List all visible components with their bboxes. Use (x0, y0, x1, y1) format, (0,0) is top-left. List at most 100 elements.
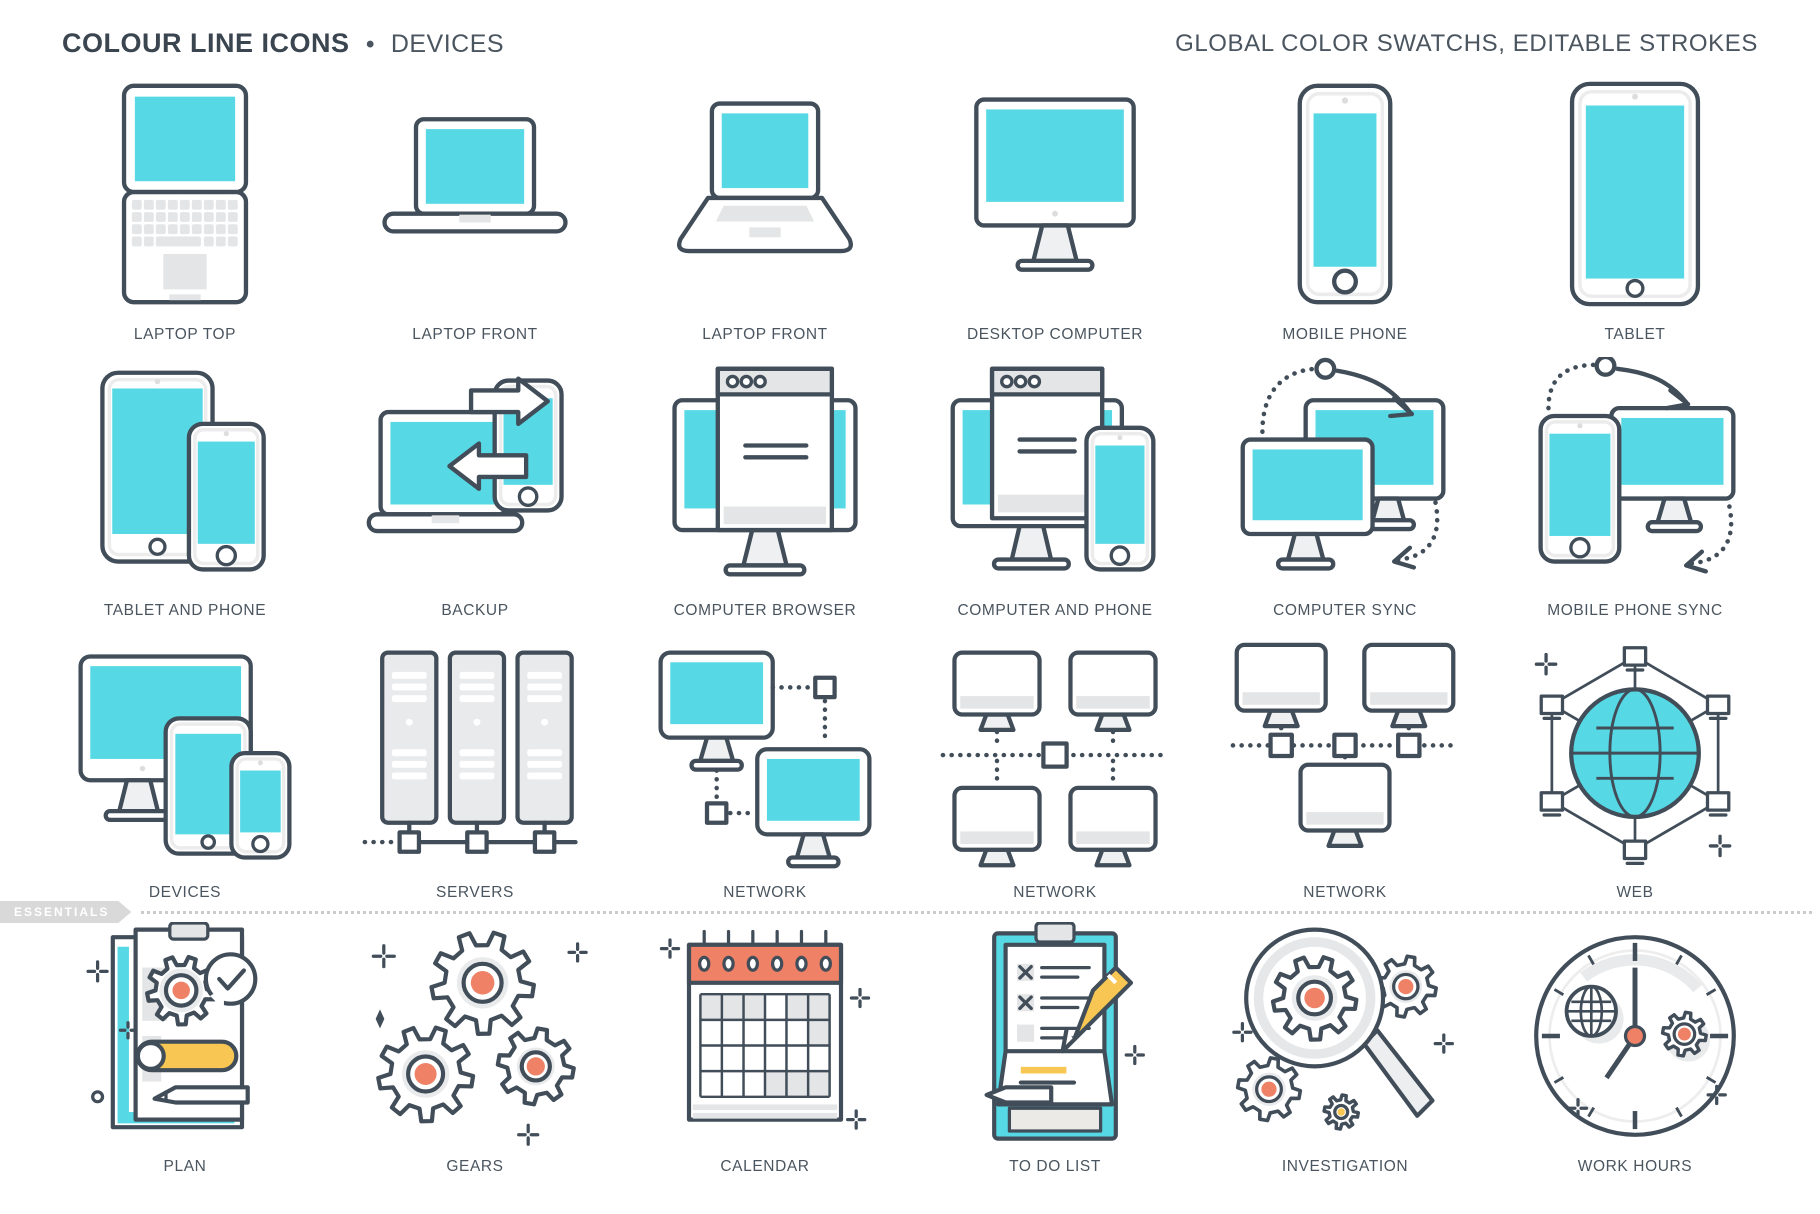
icon-label: LAPTOP FRONT (702, 326, 828, 343)
icon-box (1517, 70, 1753, 318)
icon-cell-laptop-front: LAPTOP FRONT (330, 70, 620, 344)
icon-label: LAPTOP TOP (133, 326, 237, 343)
icon-box (71, 922, 299, 1150)
icon-label: BACKUP (441, 602, 509, 619)
icon-box (1519, 638, 1751, 876)
icon-row-1: LAPTOP TOP LAPTOP FRONT LAPTOP FRONT DESKTO… (40, 70, 1780, 344)
computer-and-phone-icon (950, 366, 1156, 572)
essentials-divider: ESSENTIALS (0, 901, 1812, 923)
icon-cell-gears: GEARS (330, 922, 620, 1176)
icon-box (69, 638, 301, 876)
icon-label: DESKTOP COMPUTER (966, 326, 1144, 343)
icon-box (357, 70, 593, 318)
icon-label: TO DO LIST (1009, 1158, 1101, 1175)
to-do-list-icon (984, 922, 1145, 1141)
subtitle-right: GLOBAL COLOR SWATCHS, EDITABLE STROKES (1175, 30, 1758, 57)
icon-box (67, 356, 303, 594)
icon-cell-work-hours: WORK HOURS (1490, 922, 1780, 1176)
icon-box (1227, 356, 1463, 594)
icon-box (357, 356, 593, 594)
title-bullet: • (365, 31, 375, 58)
icon-label: GEARS (446, 1158, 504, 1175)
mobile-phone-icon (1297, 83, 1393, 305)
icon-cell-devices: DEVICES (40, 638, 330, 902)
icon-label: NETWORK (1013, 884, 1097, 901)
icon-label: NETWORK (723, 884, 807, 901)
icon-label: WORK HOURS (1577, 1158, 1693, 1175)
icon-row-4: PLAN GEARS CALENDAR TO DO LIST INVESTIGATION… (40, 922, 1780, 1176)
network-three-icon (1230, 642, 1460, 849)
icon-label: COMPUTER SYNC (1273, 602, 1417, 619)
icon-label: CALENDAR (720, 1158, 810, 1175)
mobile-phone-sync-icon (1538, 357, 1736, 574)
essentials-badge: ESSENTIALS (0, 901, 131, 923)
icon-box (937, 356, 1173, 594)
icon-cell-laptop-top: LAPTOP TOP (40, 70, 330, 344)
icon-cell-computer-sync: COMPUTER SYNC (1200, 356, 1490, 620)
investigation-icon (1232, 927, 1454, 1131)
desktop-computer-icon (974, 97, 1136, 272)
icon-row-2: TABLET AND PHONE BACKUP COMPUTER BROWSER CO… (40, 356, 1780, 620)
icon-cell-tablet: TABLET (1490, 70, 1780, 344)
icon-label: NETWORK (1303, 884, 1387, 901)
icon-box (651, 922, 879, 1150)
icon-box (359, 638, 591, 876)
icon-cell-calendar: CALENDAR (620, 922, 910, 1176)
icon-box (67, 70, 303, 318)
icon-box (939, 638, 1171, 876)
calendar-icon (659, 929, 871, 1130)
icon-box (361, 922, 589, 1150)
icon-cell-desktop-computer: DESKTOP COMPUTER (910, 70, 1200, 344)
laptop-front-open-icon (676, 101, 854, 254)
icon-label: WEB (1616, 884, 1654, 901)
title-light: DEVICES (390, 30, 505, 58)
icon-label: COMPUTER BROWSER (673, 602, 857, 619)
icon-box (649, 638, 881, 876)
laptop-front-icon (382, 117, 568, 234)
icon-cell-computer-and-phone: COMPUTER AND PHONE (910, 356, 1200, 620)
icon-label: LAPTOP FRONT (412, 326, 538, 343)
work-hours-icon (1534, 935, 1736, 1137)
icon-cell-tablet-and-phone: TABLET AND PHONE (40, 356, 330, 620)
icon-label: INVESTIGATION (1281, 1158, 1409, 1175)
computer-sync-icon (1240, 357, 1446, 571)
icon-cell-network-three: NETWORK (1200, 638, 1490, 902)
network-four-icon (940, 650, 1170, 868)
plan-icon (86, 922, 258, 1130)
icon-cell-computer-browser: COMPUTER BROWSER (620, 356, 910, 620)
icon-cell-network-two: NETWORK (620, 638, 910, 902)
page-title: COLOUR LINE ICONS • DEVICES (62, 28, 504, 59)
icon-cell-backup: BACKUP (330, 356, 620, 620)
icon-label: MOBILE PHONE (1282, 326, 1408, 343)
icon-label: COMPUTER AND PHONE (957, 602, 1153, 619)
icon-cell-to-do-list: TO DO LIST (910, 922, 1200, 1176)
icon-box (647, 70, 883, 318)
icon-box (1521, 922, 1749, 1150)
network-two-icon (658, 650, 872, 869)
icon-cell-web: WEB (1490, 638, 1780, 902)
web-icon (1534, 646, 1732, 865)
laptop-top-icon (121, 83, 249, 305)
icon-box (937, 70, 1173, 318)
servers-icon (362, 650, 578, 854)
icon-label: DEVICES (148, 884, 222, 901)
icon-label: TABLET (1604, 326, 1666, 343)
icon-label: TABLET AND PHONE (103, 602, 267, 619)
icon-box (1517, 356, 1753, 594)
icon-box (1231, 922, 1459, 1150)
icon-cell-laptop-front-open: LAPTOP FRONT (620, 70, 910, 344)
tablet-and-phone-icon (100, 370, 266, 572)
computer-browser-icon (672, 366, 858, 577)
icon-box (1229, 638, 1461, 876)
backup-icon (366, 376, 564, 534)
icon-box (941, 922, 1169, 1150)
devices-icon (78, 654, 292, 860)
icon-box (647, 356, 883, 594)
icon-cell-network-four: NETWORK (910, 638, 1200, 902)
icon-cell-mobile-phone-sync: MOBILE PHONE SYNC (1490, 356, 1780, 620)
icon-box (1227, 70, 1463, 318)
icon-label: PLAN (163, 1158, 207, 1175)
icon-label: MOBILE PHONE SYNC (1547, 602, 1723, 619)
